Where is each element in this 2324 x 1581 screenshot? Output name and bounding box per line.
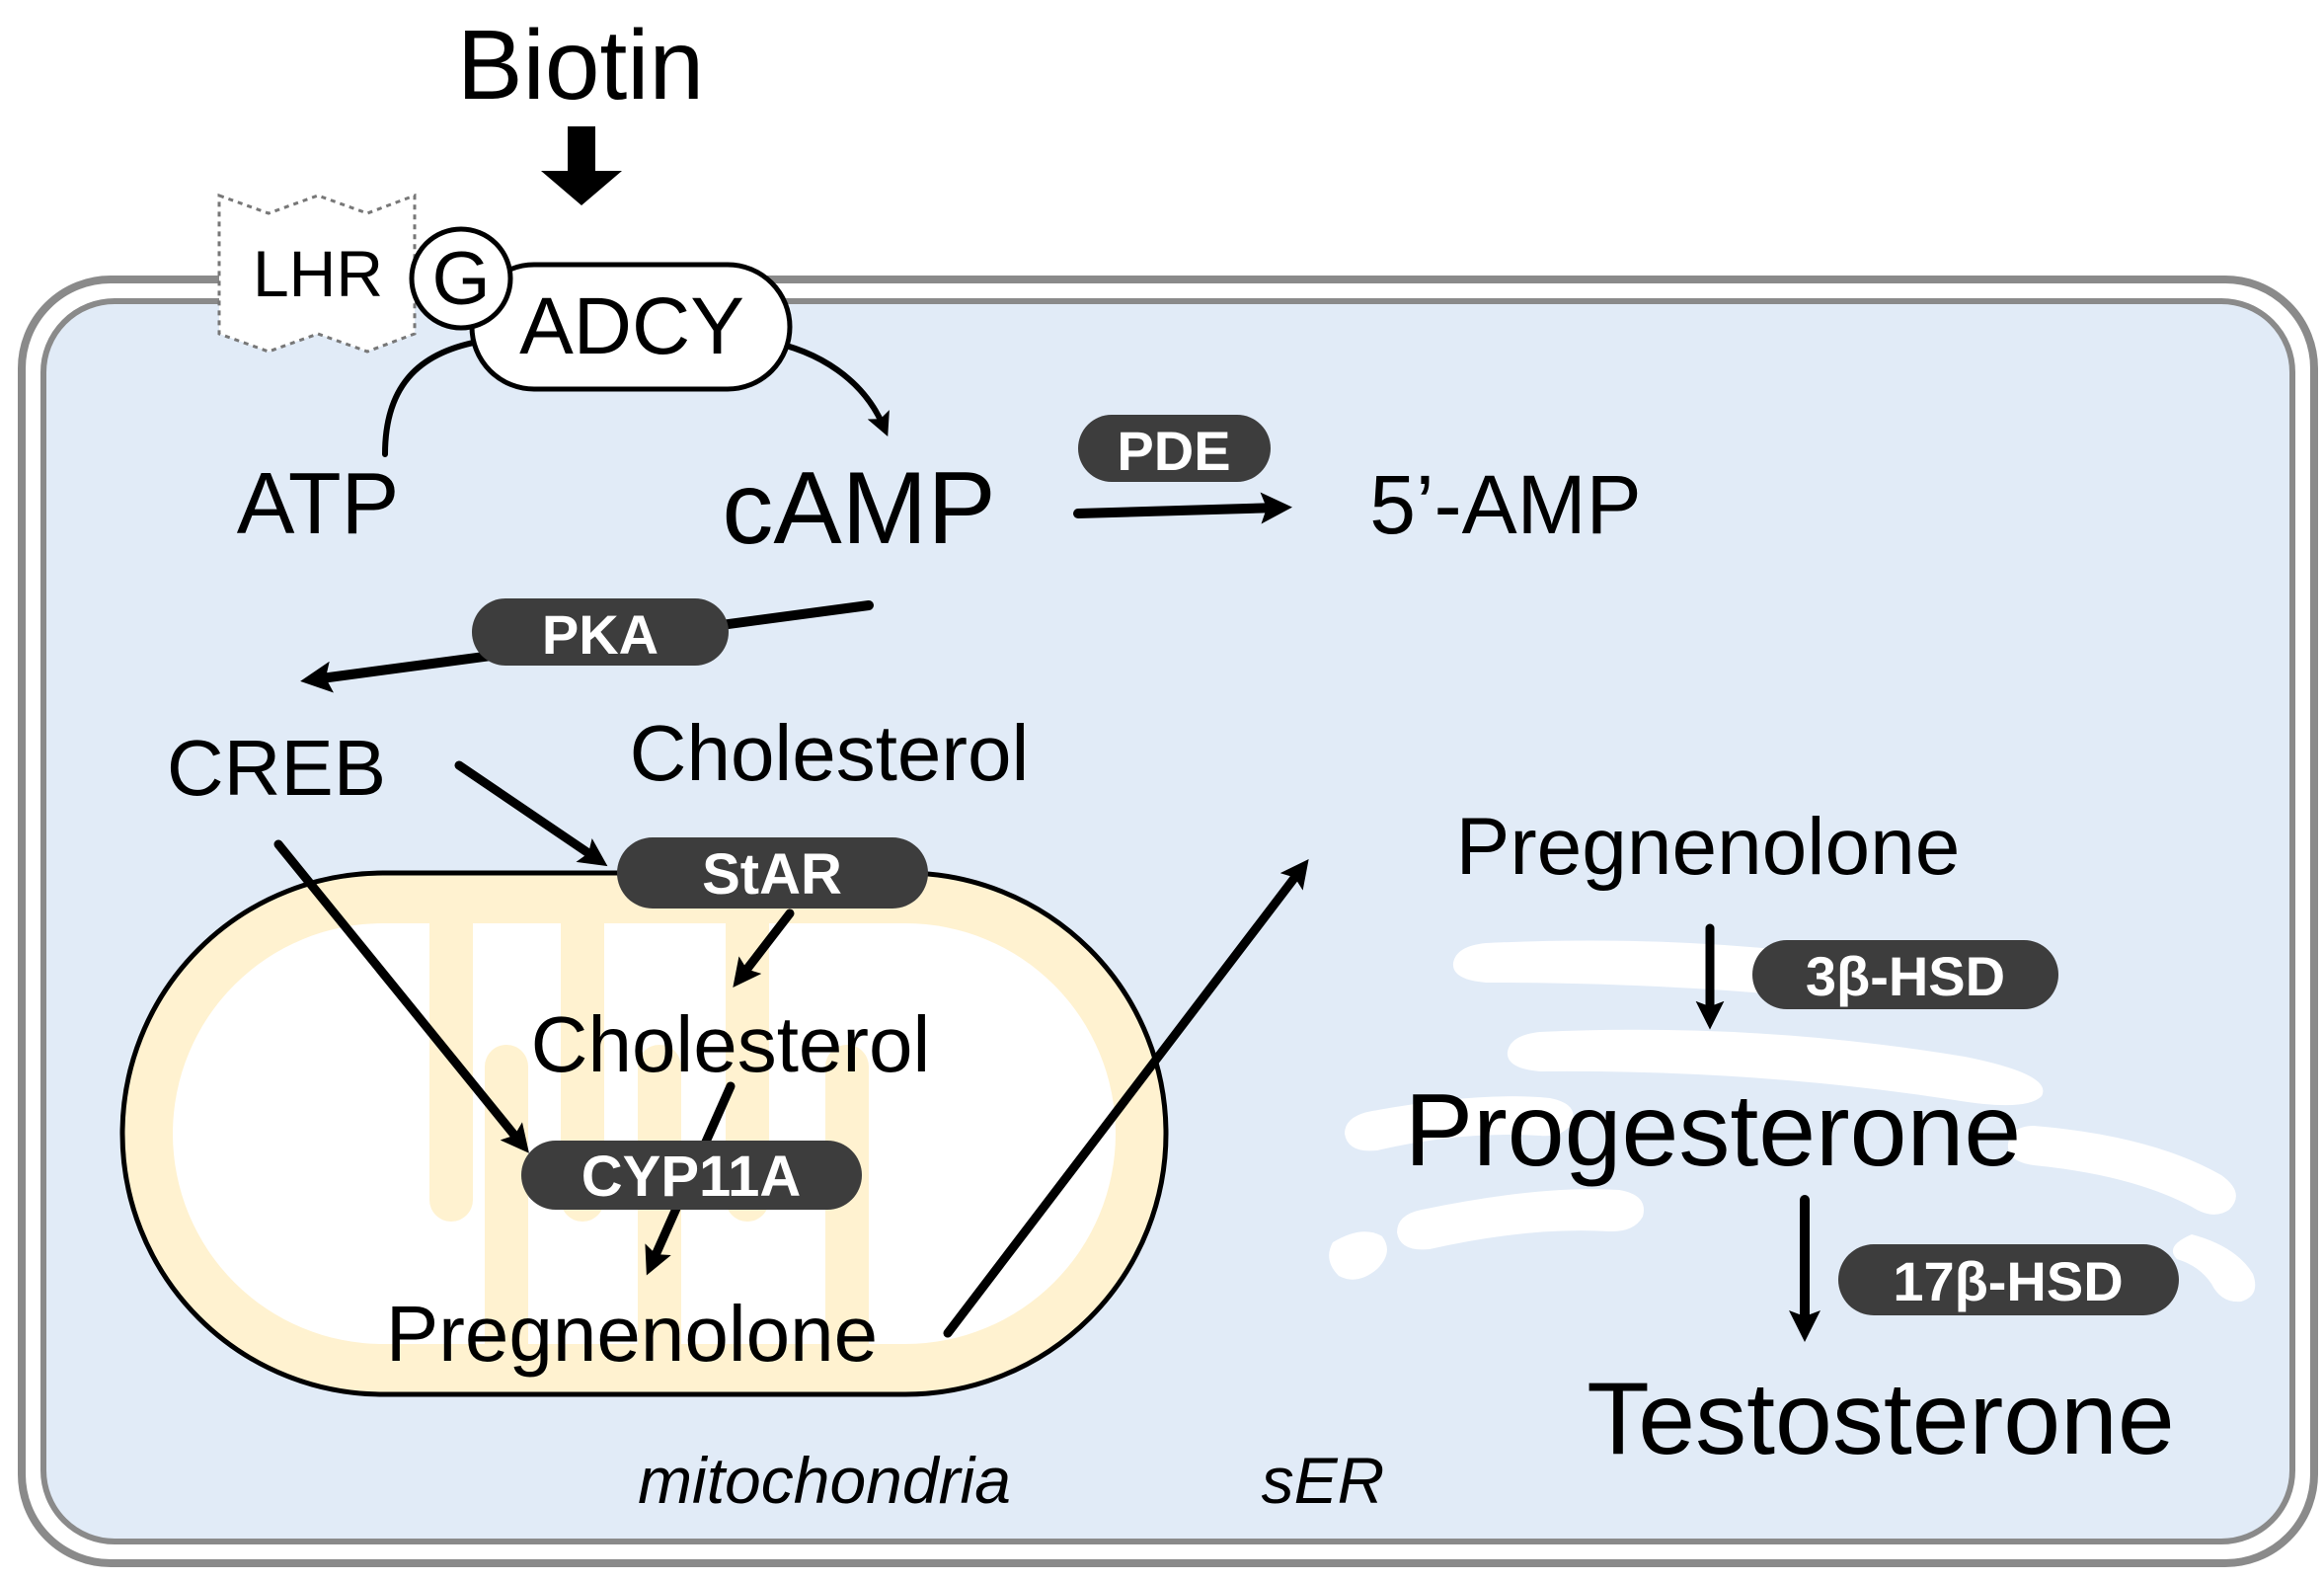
mitochondrion-cristae: [173, 923, 1116, 1344]
hsd3b-label: 3β-HSD: [1806, 945, 2005, 1007]
pka-label: PKA: [542, 603, 658, 666]
cholesterol-cytoplasm-label: Cholesterol: [630, 709, 1030, 797]
mitochondrion: [119, 870, 1169, 1397]
adcy-label: ADCY: [519, 281, 744, 371]
cyp11a-label: CYP11A: [581, 1145, 801, 1209]
hsd17b-enzyme: 17β-HSD: [1838, 1244, 2179, 1315]
star-label: StAR: [702, 842, 842, 907]
progesterone-label: Progesterone: [1405, 1073, 2021, 1188]
lhr-label: LHR: [253, 237, 383, 310]
ser-label: sER: [1262, 1444, 1385, 1517]
pde-enzyme: PDE: [1078, 415, 1271, 482]
pde-label: PDE: [1117, 420, 1230, 482]
pregnenolone-export-arrow: [943, 858, 1309, 1338]
biotin-arrow: [541, 126, 622, 205]
creb-to-cyp11a-arrow: [273, 839, 529, 1153]
g-protein: G: [409, 226, 513, 331]
star-enzyme: StAR: [617, 837, 928, 909]
smooth-er: [1329, 940, 2256, 1303]
adcy-enzyme: ADCY: [469, 262, 793, 392]
star-to-cholesterol-arrow: [733, 909, 795, 988]
creb-to-star-arrow: [454, 760, 608, 867]
cholesterol-mito-label: Cholesterol: [531, 1000, 931, 1088]
camp-label: cAMP: [722, 451, 995, 566]
camp-to-amp-arrow: [1073, 492, 1292, 524]
g-protein-label: G: [431, 237, 490, 321]
lhr-receptor: LHR: [217, 193, 417, 354]
testosterone-label: Testosterone: [1587, 1362, 2174, 1476]
hsd3b-enzyme: 3β-HSD: [1752, 940, 2058, 1009]
pka-enzyme: PKA: [472, 598, 729, 666]
amp-label: 5’-AMP: [1369, 458, 1641, 551]
pregnenolone-er-label: Pregnenolone: [1456, 802, 1961, 892]
hsd17b-label: 17β-HSD: [1893, 1250, 2123, 1312]
pregnenolone-mito-label: Pregnenolone: [386, 1290, 878, 1378]
biotin-label: Biotin: [457, 10, 704, 120]
creb-label: CREB: [167, 724, 386, 812]
atp-label: ATP: [237, 454, 400, 552]
cyp11a-enzyme: CYP11A: [521, 1141, 862, 1210]
mitochondria-label: mitochondria: [638, 1444, 1011, 1517]
